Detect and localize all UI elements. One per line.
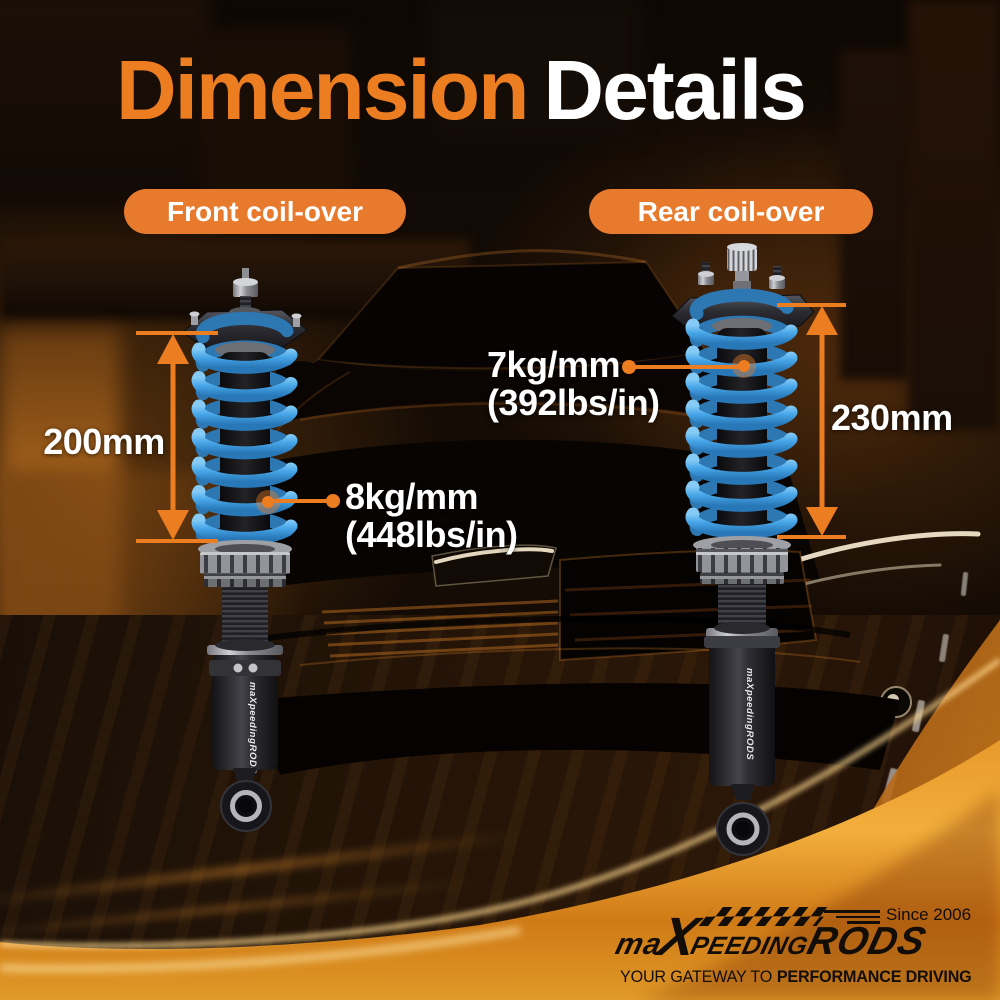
rear-spring-rate: 7kg/mm bbox=[487, 344, 621, 385]
front-spring bbox=[191, 311, 298, 548]
front-coilover-illustration: maXpeedingRODS bbox=[182, 268, 308, 832]
car-headlight-right bbox=[789, 531, 981, 565]
front-spring-rate: 8kg/mm bbox=[345, 476, 479, 517]
tagline-emphasis: PERFORMANCE DRIVING bbox=[776, 967, 972, 986]
car-hood bbox=[240, 352, 768, 430]
city-building bbox=[908, 0, 1000, 430]
front-coilover-badge: Front coil-over bbox=[124, 189, 406, 234]
rear-spring-callout bbox=[622, 354, 756, 378]
brand-logo: Since 2006 maXpeedingRODS YOUR GATEWAY T… bbox=[612, 903, 972, 993]
front-height-arrow bbox=[136, 331, 218, 543]
front-spring-rate-label: 8kg/mm (448lbs/in) bbox=[345, 478, 518, 554]
brand-wordmark: maXpeedingRODS bbox=[612, 907, 931, 967]
rear-spring-rate-label: 7kg/mm (392lbs/in) bbox=[487, 346, 660, 422]
wordmark-rods: RODS bbox=[803, 919, 931, 963]
rear-spring bbox=[685, 288, 798, 542]
front-spring-callout bbox=[256, 490, 340, 514]
title-accent-word: Dimension bbox=[116, 43, 529, 137]
front-spring-rate-imperial: (448lbs/in) bbox=[345, 514, 518, 555]
car-roof-line bbox=[397, 249, 647, 270]
car-bumper bbox=[249, 615, 851, 643]
rear-length-label: 230mm bbox=[831, 397, 953, 438]
city-building bbox=[0, 0, 210, 205]
title-plain-word: Details bbox=[543, 43, 806, 137]
rear-height-arrow bbox=[777, 303, 846, 539]
city-building bbox=[430, 0, 640, 140]
rear-coilover-badge: Rear coil-over bbox=[589, 189, 873, 234]
brand-since: Since 2006 bbox=[886, 905, 972, 924]
speed-lines-icon bbox=[824, 910, 880, 924]
front-body-logo: maXpeedingRODS bbox=[247, 682, 258, 774]
rear-spring-rate-imperial: (392lbs/in) bbox=[487, 382, 660, 423]
tagline-prefix: YOUR GATEWAY TO bbox=[620, 967, 773, 986]
wordmark-peeding: peeding bbox=[687, 932, 811, 961]
rear-damper-knob bbox=[727, 247, 757, 271]
car-lower-grille bbox=[321, 599, 559, 658]
rear-body-logo: maXpeedingRODS bbox=[744, 668, 755, 760]
front-shock-body bbox=[212, 655, 278, 770]
front-length-label: 200mm bbox=[43, 421, 165, 462]
rear-coilover-illustration: maXpeedingRODS bbox=[671, 243, 815, 856]
rear-shock-body bbox=[709, 636, 775, 786]
